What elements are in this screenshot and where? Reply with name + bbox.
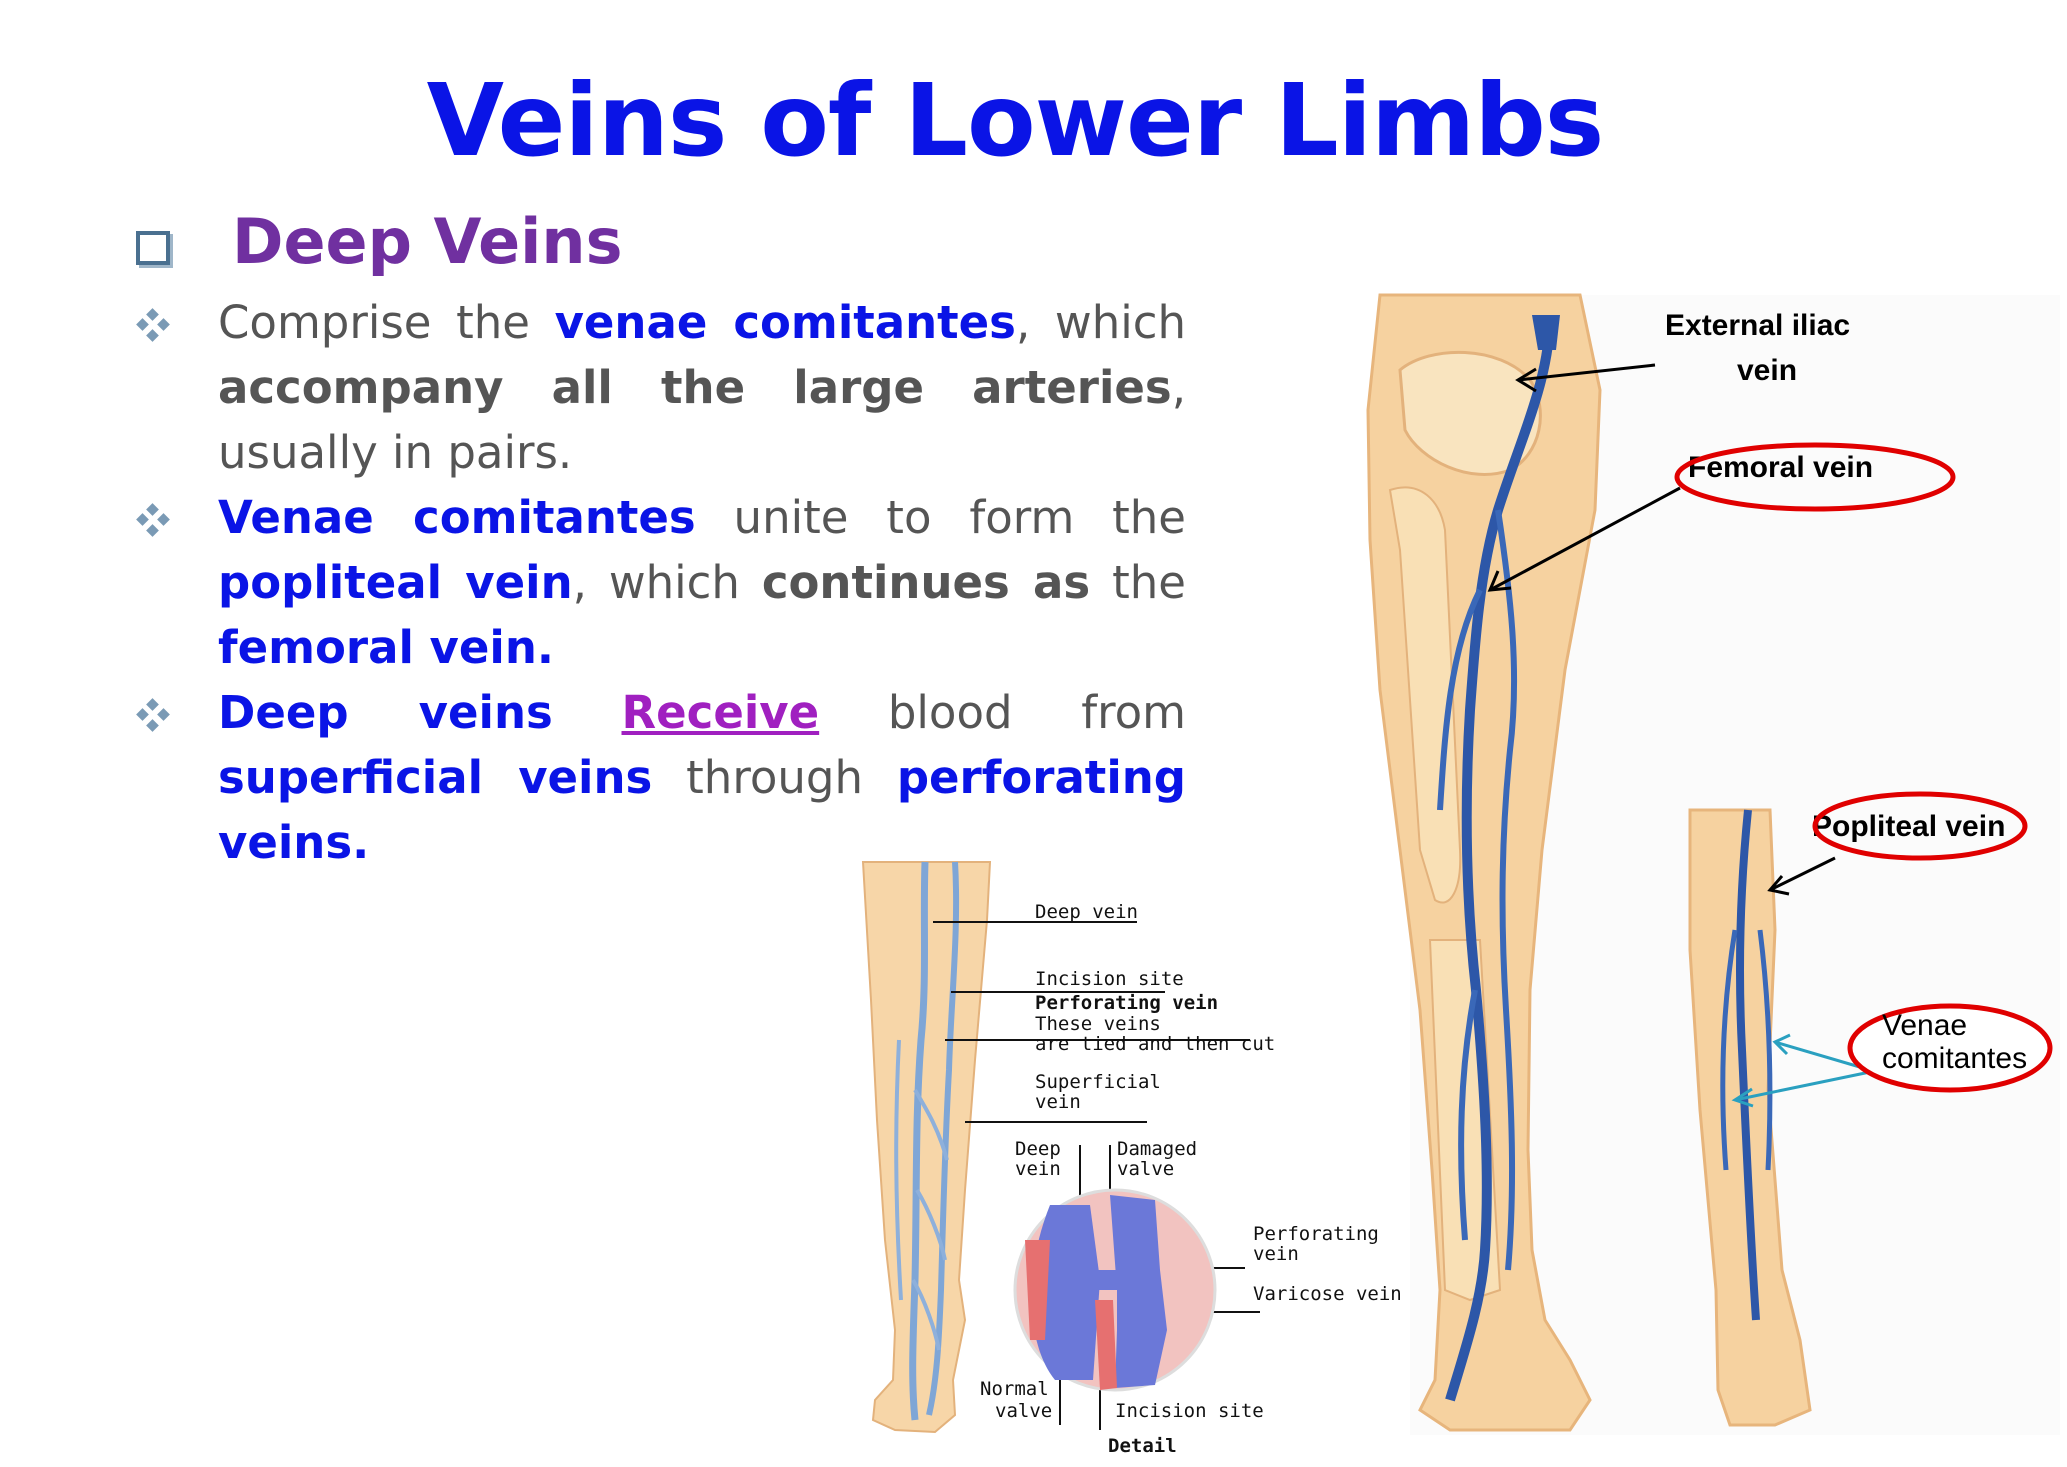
label-detail-deep-2: vein	[1015, 1158, 1061, 1180]
text-segment[interactable]: Receive	[621, 686, 820, 739]
text-segment	[553, 686, 622, 739]
text-segment: blood from	[819, 686, 1186, 739]
text-segment: perforating veins.	[218, 751, 1186, 869]
valve-detail-circle	[1013, 1188, 1217, 1392]
text-segment: superficial veins	[218, 751, 653, 804]
deep-vein-path	[909, 861, 929, 1421]
bullet-text: Venae comitantes unite to form the popli…	[218, 485, 1186, 680]
perforating-veins-illustration: Deep vein Incision site Perforating vein…	[861, 861, 1402, 1457]
label-venae-2: comitantes	[1882, 1042, 2027, 1075]
text-segment: through	[652, 751, 897, 804]
label-superficial-2: vein	[1035, 1091, 1081, 1113]
venae-callout-ellipse-2	[1847, 1003, 2053, 1093]
label-varicose: Varicose vein	[1253, 1283, 1402, 1305]
text-segment: unite to form the	[695, 491, 1186, 544]
bullet-item: Venae comitantes unite to form the popli…	[136, 485, 1186, 680]
label-popliteal: Popliteal vein	[1812, 810, 2005, 843]
popliteal-callout-ellipse-2	[1812, 791, 2028, 861]
bullet-list: Comprise the venae comitantes, which acc…	[136, 290, 1186, 875]
text-segment: , usually in pairs.	[218, 361, 1186, 479]
label-incision-site: Incision site	[1035, 968, 1184, 990]
label-superficial-1: Superficial	[1035, 1071, 1161, 1093]
leg-silhouette	[861, 861, 992, 1434]
lower-leg-silhouette	[1688, 808, 1812, 1427]
venae-arrows	[1731, 1033, 1871, 1108]
label-incision-site-2: Incision site	[1115, 1400, 1264, 1422]
diamond-bullet-icon	[136, 503, 170, 537]
label-damaged-2: valve	[1117, 1158, 1174, 1180]
label-normal-1: Normal	[980, 1378, 1049, 1400]
external-iliac-vein-path	[1532, 315, 1560, 350]
text-segment: Comprise the	[218, 296, 555, 349]
label-damaged-1: Damaged	[1117, 1138, 1197, 1160]
callout-labels-overlay: Venae comitantes	[1674, 442, 2053, 1093]
square-bullet-icon	[136, 231, 170, 265]
text-segment: femoral vein.	[218, 621, 554, 674]
label-perforating-1: Perforating	[1253, 1223, 1379, 1245]
bullet-item: Deep veins Receive blood from superficia…	[136, 680, 1186, 875]
text-segment: , which	[1015, 296, 1186, 349]
popliteal-vein-path	[1736, 809, 1760, 1321]
label-venae-1: Venae	[1882, 1009, 1967, 1042]
femoral-vein-path	[1445, 314, 1555, 1402]
bullet-text: Comprise the venae comitantes, which acc…	[218, 290, 1186, 485]
label-detail-deep-1: Deep	[1015, 1138, 1061, 1160]
label-perforating-vein: Perforating vein	[1035, 992, 1218, 1014]
label-detail: Detail	[1108, 1435, 1177, 1457]
label-tied-1: These veins	[1035, 1013, 1161, 1035]
text-segment: Venae comitantes	[218, 491, 696, 544]
text-segment: , which	[572, 556, 762, 609]
text-segment: Deep veins	[218, 686, 553, 739]
bullet-item: Comprise the venae comitantes, which acc…	[136, 290, 1186, 485]
label-normal-2: valve	[995, 1400, 1052, 1422]
label-external-iliac-2: vein	[1737, 354, 1797, 387]
diamond-bullet-icon	[136, 308, 170, 342]
venae-comitantes-path	[1720, 929, 1773, 1171]
label-perforating-2: vein	[1253, 1243, 1299, 1265]
text-segment: continues as	[761, 556, 1091, 609]
label-tied-2: are tied and then cut	[1035, 1033, 1275, 1055]
section-heading-text: Deep Veins	[232, 205, 623, 278]
tributary-vein-path	[1437, 509, 1518, 1271]
section-heading: Deep Veins	[136, 205, 1036, 285]
text-segment: the	[1090, 556, 1186, 609]
arrows	[1487, 363, 1836, 896]
text-segment: venae comitantes	[554, 296, 1016, 349]
text-segment: popliteal vein	[218, 556, 573, 609]
pelvis-shape	[1398, 350, 1542, 476]
text-segment: accompany all the large arteries	[218, 361, 1172, 414]
femoral-callout-ellipse-2	[1674, 442, 1956, 512]
label-deep-vein: Deep vein	[1035, 901, 1138, 923]
bullet-text: Deep veins Receive blood from superficia…	[218, 680, 1186, 875]
branch-vein-path	[894, 1039, 949, 1351]
diamond-bullet-icon	[136, 698, 170, 732]
label-external-iliac-1: External iliac	[1665, 309, 1850, 342]
slide-title: Veins of Lower Limbs	[426, 62, 1605, 179]
